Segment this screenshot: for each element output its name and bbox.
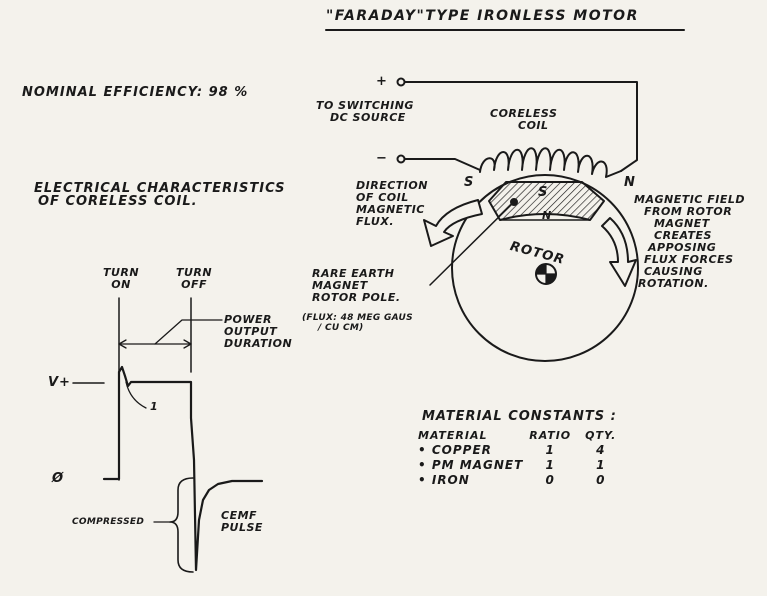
cemf-pulse-label: CEMF PULSE <box>221 509 263 534</box>
power-leader <box>154 319 223 345</box>
spike-leader <box>125 381 147 409</box>
coreless-coil <box>479 147 622 178</box>
materials-heading: MATERIAL CONSTANTS : <box>422 409 617 424</box>
turn-off-label: TURN OFF <box>176 266 213 291</box>
table-row: • IRON 0 0 <box>418 473 630 488</box>
magnet-north-label: N <box>542 209 552 222</box>
minus-wire <box>404 158 481 171</box>
diagram-title: "FARADAY"TYPE IRONLESS MOTOR <box>326 8 639 24</box>
vplus-label: V+ <box>48 375 71 390</box>
nominal-efficiency: NOMINAL EFFICIENCY: 98 % <box>22 85 249 100</box>
coil-voltage-waveform <box>102 365 264 572</box>
magnet-south-label: S <box>538 185 549 200</box>
zero-label: Ø <box>52 471 65 486</box>
turn-on-label: TURN ON <box>103 266 140 291</box>
compressed-brace <box>169 477 194 573</box>
plus-wire <box>404 81 638 172</box>
coil-south-pole: S <box>464 175 475 190</box>
coil-flux-label: DIRECTION OF COIL MAGNETIC FLUX. <box>356 179 428 228</box>
source-label: TO SWITCHING DC SOURCE <box>316 99 414 124</box>
magnet-pointer-line <box>429 201 515 286</box>
power-duration-label: POWER OUTPUT DURATION <box>224 313 293 350</box>
materials-col-ratio: RATIO <box>529 429 572 442</box>
magnet-pole-label: RARE EARTH MAGNET ROTOR POLE. <box>312 267 401 304</box>
rotor-disc <box>451 174 639 362</box>
compressed-label: COMPRESSED <box>72 517 145 527</box>
materials-col-qty: QTY. <box>585 429 617 442</box>
material-ratio: 0 <box>545 473 555 487</box>
spike-marker-label: 1 <box>150 400 159 413</box>
coil-label: CORELESS COIL <box>490 107 558 132</box>
coil-north-pole: N <box>624 175 636 190</box>
plus-terminal <box>396 77 406 87</box>
characteristics-label: ELECTRICAL CHARACTERISTICS OF CORELESS C… <box>34 181 286 209</box>
material-qty: 1 <box>596 458 606 472</box>
minus-terminal <box>396 154 406 164</box>
materials-col-material: MATERIAL <box>418 429 488 442</box>
table-row: • PM MAGNET 1 1 <box>418 458 630 473</box>
material-name: • IRON <box>418 473 470 487</box>
table-row: • COPPER 1 4 <box>418 443 630 458</box>
magnet-flux-value: (FLUX: 48 MEG GAUS / CU CM) <box>302 313 413 333</box>
material-name: • COPPER <box>418 443 492 457</box>
material-qty: 4 <box>596 443 606 457</box>
coil-flux-arrow <box>423 199 483 247</box>
rotation-arrow <box>601 217 637 287</box>
rotor-field-label: MAGNETIC FIELD FROM ROTOR MAGNET CREATES… <box>634 193 745 290</box>
materials-table: MATERIAL RATIO QTY. • COPPER 1 4 • PM MA… <box>418 428 630 488</box>
materials-header-row: MATERIAL RATIO QTY. <box>418 428 630 443</box>
minus-symbol: − <box>376 151 388 166</box>
material-ratio: 1 <box>545 443 555 457</box>
plus-symbol: + <box>376 74 388 89</box>
material-ratio: 1 <box>545 458 555 472</box>
material-name: • PM MAGNET <box>418 458 524 472</box>
material-qty: 0 <box>596 473 606 487</box>
